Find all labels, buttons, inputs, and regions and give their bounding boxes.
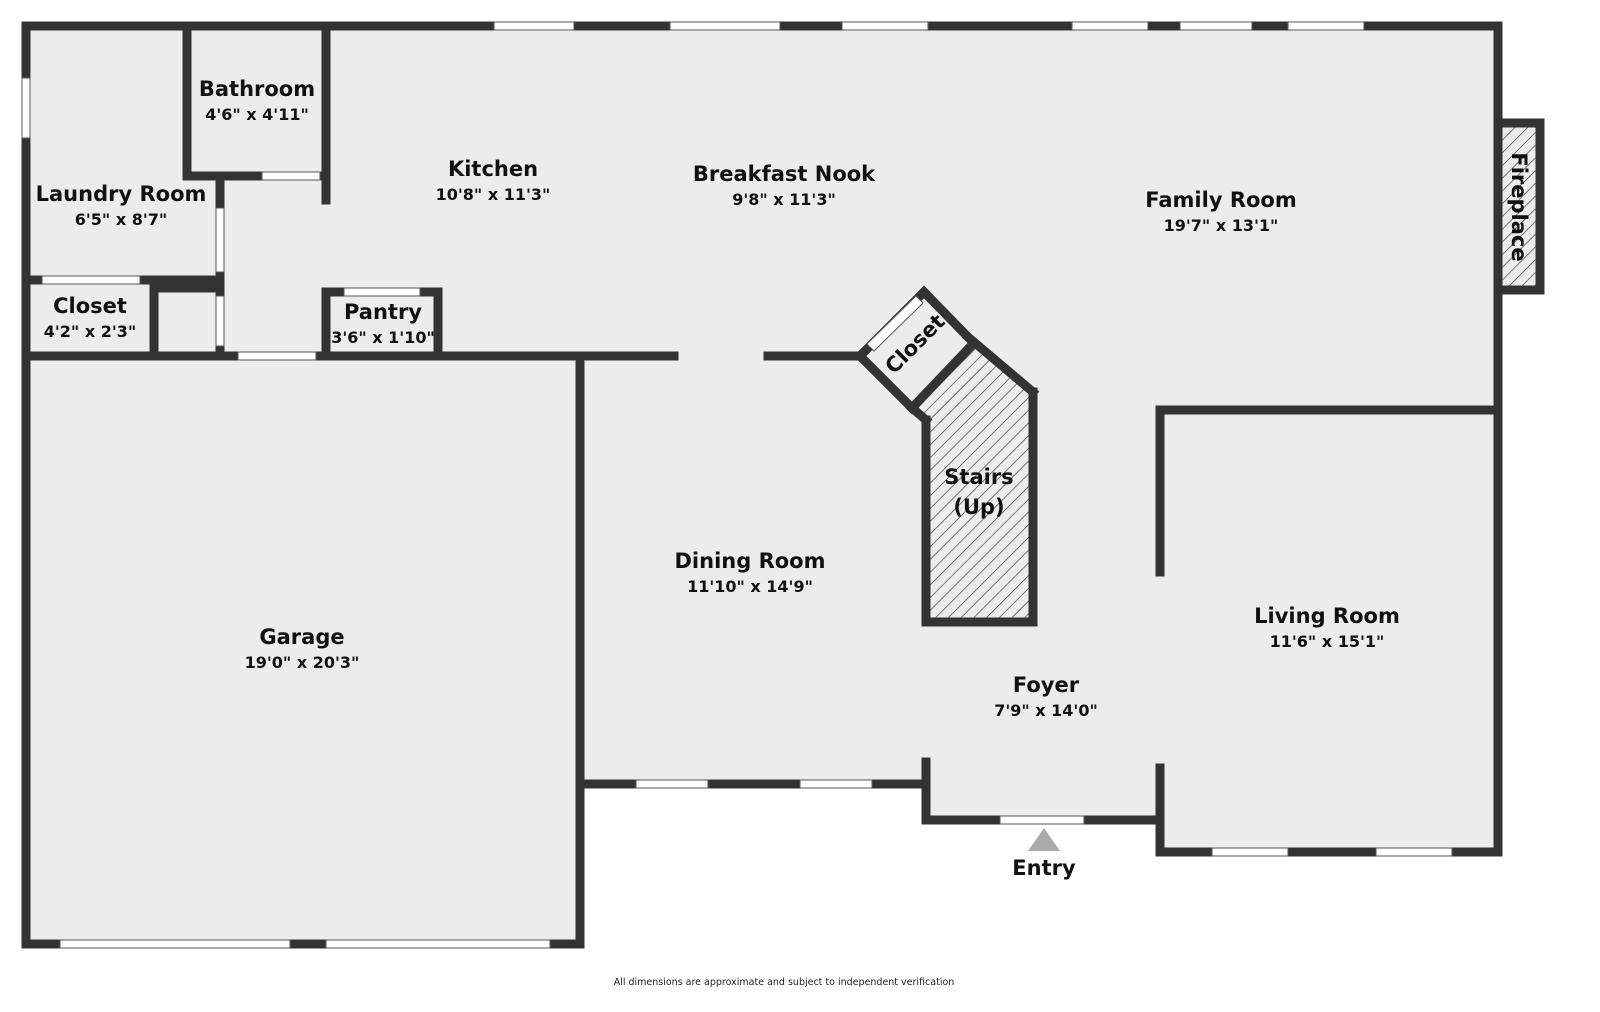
- fireplace-hatch: [1501, 123, 1539, 290]
- garage-dims: 19'0" x 20'3": [245, 653, 360, 672]
- living-room-dims: 11'6" x 15'1": [1270, 632, 1385, 651]
- floor-areas: [26, 26, 1498, 944]
- breakfast-nook-name: Breakfast Nook: [693, 162, 876, 186]
- door-opening: [215, 295, 225, 347]
- fireplace-label: Fireplace: [1507, 152, 1531, 261]
- entry-label: Entry: [1012, 856, 1076, 880]
- window: [799, 779, 873, 789]
- entry-arrow-icon: [1028, 828, 1060, 851]
- pantry-name: Pantry: [344, 300, 422, 324]
- window: [493, 21, 575, 31]
- window: [669, 21, 781, 31]
- closet-laundry-name: Closet: [53, 294, 127, 318]
- window: [1211, 847, 1289, 857]
- windows: [21, 21, 1453, 949]
- main-floor: [26, 26, 1498, 944]
- door-opening: [237, 351, 317, 361]
- foyer-dims: 7'9" x 14'0": [994, 701, 1098, 720]
- garage-name: Garage: [259, 625, 344, 649]
- window: [1071, 21, 1149, 31]
- window: [841, 21, 929, 31]
- door-opening: [41, 275, 141, 285]
- closet-laundry-dims: 4'2" x 2'3": [44, 322, 136, 341]
- stairs-label-line1: Stairs: [944, 465, 1013, 489]
- window: [59, 939, 291, 949]
- pantry-dims: 3'6" x 1'10": [331, 328, 435, 347]
- family-room-name: Family Room: [1145, 188, 1296, 212]
- dining-room-dims: 11'10" x 14'9": [687, 577, 813, 596]
- door-opening: [261, 171, 321, 181]
- entry-door: [999, 815, 1085, 825]
- bathroom-dims: 4'6" x 4'11": [205, 105, 309, 124]
- window: [1179, 21, 1253, 31]
- laundry-room-name: Laundry Room: [36, 182, 207, 206]
- foyer-name: Foyer: [1013, 673, 1080, 697]
- stairs-hatch: [914, 347, 1033, 622]
- door-opening: [343, 287, 421, 297]
- footer-disclaimer: All dimensions are approximate and subje…: [614, 977, 955, 988]
- window: [21, 77, 31, 139]
- stairs-label-line2: (Up): [953, 495, 1004, 519]
- window: [325, 939, 551, 949]
- living-room-name: Living Room: [1254, 604, 1400, 628]
- window: [1287, 21, 1365, 31]
- family-room-dims: 19'7" x 13'1": [1164, 216, 1279, 235]
- closet-door-opening: [866, 295, 924, 352]
- kitchen-name: Kitchen: [448, 157, 538, 181]
- bathroom-name: Bathroom: [199, 77, 315, 101]
- window: [1375, 847, 1453, 857]
- laundry-room-dims: 6'5" x 8'7": [75, 210, 167, 229]
- window: [635, 779, 709, 789]
- breakfast-nook-dims: 9'8" x 11'3": [732, 190, 836, 209]
- dining-room-name: Dining Room: [675, 549, 826, 573]
- kitchen-dims: 10'8" x 11'3": [436, 185, 551, 204]
- door-opening: [215, 207, 225, 273]
